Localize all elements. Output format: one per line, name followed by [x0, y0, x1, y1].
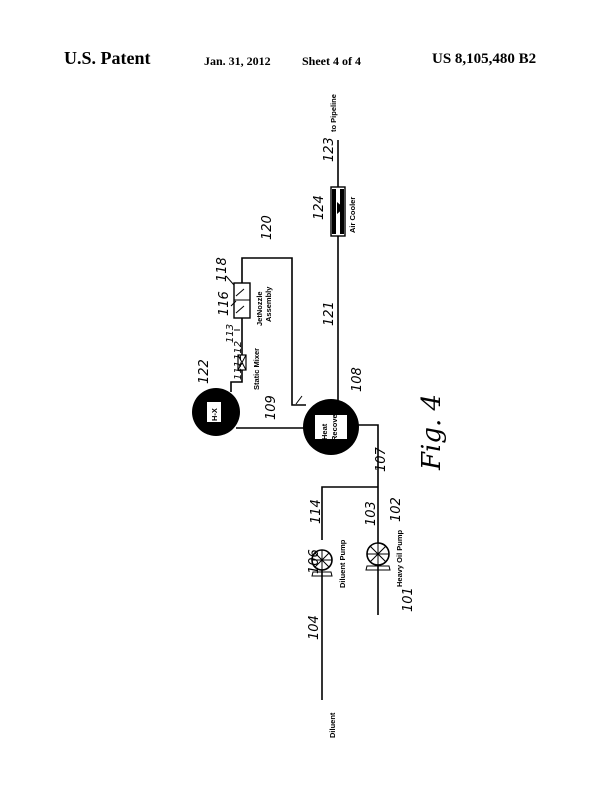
pipe-120: [241, 257, 306, 406]
label-static-mixer: Static Mixer: [252, 348, 261, 390]
ref-104: 104: [307, 615, 322, 640]
leader-lines: [225, 275, 303, 405]
ref-124: 124: [312, 195, 327, 220]
air-cooler: [330, 186, 346, 237]
ref-109: 109: [264, 395, 279, 420]
ref-108: 108: [350, 367, 365, 392]
label-air-cooler: Air Cooler: [348, 197, 357, 233]
label-diluent-pump: Diluent Pump: [338, 539, 347, 588]
ref-111: 111: [233, 361, 244, 380]
ref-113: 113: [225, 324, 236, 343]
heavy-oil-pump: [365, 542, 391, 571]
ref-106: 106: [307, 549, 322, 574]
ref-123: 123: [322, 137, 337, 162]
ref-114: 114: [309, 499, 324, 524]
static-mixer: [237, 354, 247, 371]
pipe-107: [356, 424, 379, 487]
ref-116: 116: [217, 291, 232, 316]
diluent-pump: [311, 549, 333, 577]
header-date: Jan. 31, 2012: [204, 54, 271, 68]
ref-120: 120: [260, 215, 275, 240]
label-jet-nozzle-1: JetNozzle: [255, 291, 264, 326]
figure-label: Fig. 4: [417, 394, 447, 471]
ref-107: 107: [374, 446, 389, 472]
pipe-114: [321, 486, 378, 540]
ref-102: 102: [389, 497, 404, 522]
ref-112: 112: [233, 341, 244, 360]
jet-nozzle-assembly: [233, 282, 251, 319]
heat-exchanger-hx: [192, 388, 240, 436]
header-sheet: Sheet 4 of 4: [302, 54, 361, 68]
ref-122: 122: [197, 359, 212, 384]
header-patent-number: US 8,105,480 B2: [432, 51, 537, 67]
pipe-111: [230, 370, 243, 392]
label-heat-recovery-1: Heat: [320, 423, 329, 440]
label-heavy-oil-pump: Heavy Oil Pump: [395, 529, 404, 587]
heat-recovery-exchanger: [303, 399, 359, 455]
label-hx: H-X: [210, 408, 219, 421]
label-to-pipeline: to Pipeline: [329, 94, 338, 132]
label-jet-nozzle-2: Assembly: [264, 286, 273, 322]
ref-121: 121: [322, 301, 337, 326]
header-patent-label: U.S. Patent: [64, 48, 151, 68]
ref-103: 103: [364, 501, 379, 526]
ref-101: 101: [401, 587, 416, 612]
label-diluent: Diluent: [328, 712, 337, 738]
label-heat-recovery-2: Recovery: [330, 406, 339, 441]
